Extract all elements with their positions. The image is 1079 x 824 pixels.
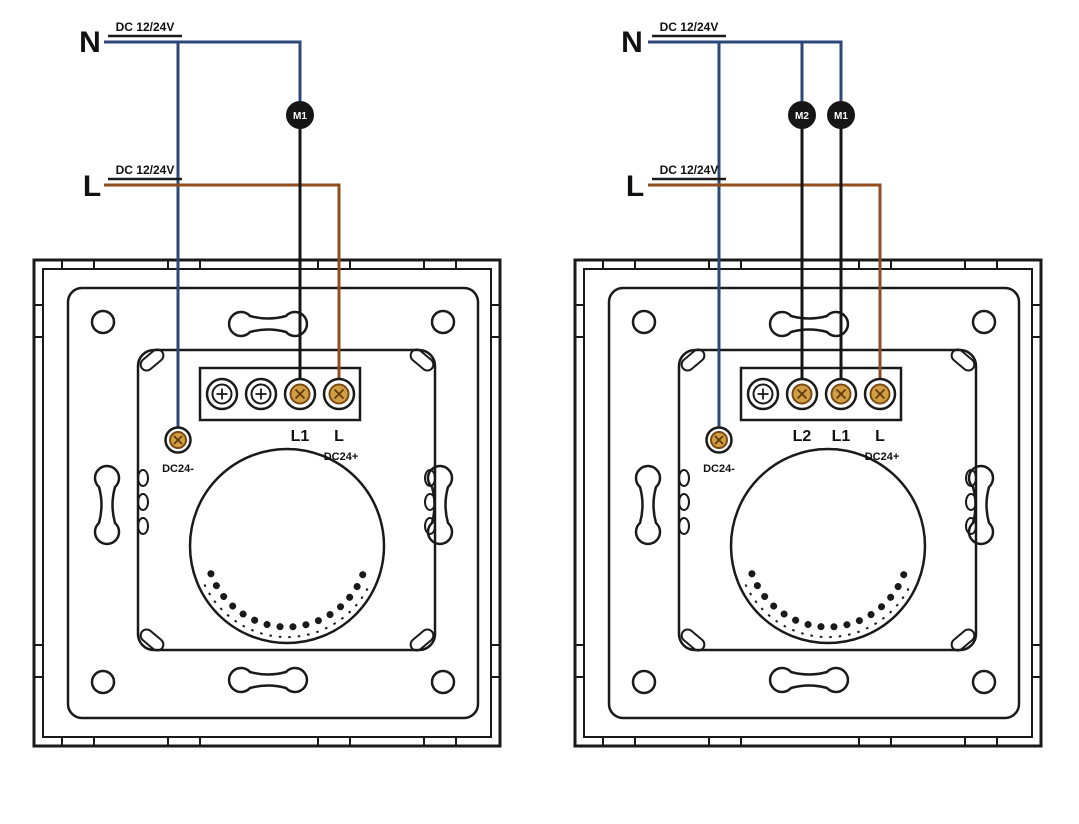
terminal-screw-l — [863, 377, 897, 411]
dc-plus-label: DC24+ — [324, 451, 359, 463]
terminal-screw-dc-minus — [164, 426, 192, 454]
load-m1-icon — [286, 101, 314, 129]
terminal-l-label: L — [875, 428, 885, 445]
neutral-label: N — [621, 26, 643, 59]
neutral-wire — [648, 40, 843, 432]
terminal-screw-unused — [205, 377, 239, 411]
load-m2-label: M2 — [795, 111, 809, 122]
load-wires-m2-m1 — [800, 128, 843, 394]
terminal-screw-unused — [746, 377, 780, 411]
load-m1-icon — [827, 101, 855, 129]
terminal-screw-l2 — [785, 377, 819, 411]
diagram-two-gang: M2 M1 N DC 12/24V L DC 12/24V L2 L1 L DC… — [575, 20, 1041, 746]
neutral-voltage-label: DC 12/24V — [116, 20, 175, 34]
switch-frame — [34, 260, 500, 746]
live-wire — [648, 183, 882, 394]
neutral-label: N — [79, 26, 101, 59]
live-voltage-label: DC 12/24V — [660, 163, 719, 177]
dc-minus-label: DC24- — [162, 463, 194, 475]
live-label: L — [626, 170, 644, 203]
load-m2-icon — [788, 101, 816, 129]
live-wire — [104, 183, 341, 394]
terminal-screw-l — [322, 377, 356, 411]
load-m1-label: M1 — [834, 111, 848, 122]
terminal-l2-label: L2 — [793, 428, 812, 445]
load-m1-label: M1 — [293, 111, 307, 122]
neutral-voltage-label: DC 12/24V — [660, 20, 719, 34]
dc-minus-label: DC24- — [703, 463, 735, 475]
diagram-single-gang: M1 N DC 12/24V L DC 12/24V L1 L DC24+ DC… — [34, 20, 500, 746]
terminal-screw-l1 — [283, 377, 317, 411]
terminal-l-label: L — [334, 428, 344, 445]
neutral-wire — [104, 40, 302, 432]
terminal-l1-label: L1 — [291, 428, 310, 445]
terminal-l1-label: L1 — [832, 428, 851, 445]
terminal-screw-l1 — [824, 377, 858, 411]
switch-frame — [575, 260, 1041, 746]
terminal-screw-dc-minus — [705, 426, 733, 454]
terminal-screw-unused — [244, 377, 278, 411]
live-label: L — [83, 170, 101, 203]
dc-plus-label: DC24+ — [865, 451, 900, 463]
live-voltage-label: DC 12/24V — [116, 163, 175, 177]
